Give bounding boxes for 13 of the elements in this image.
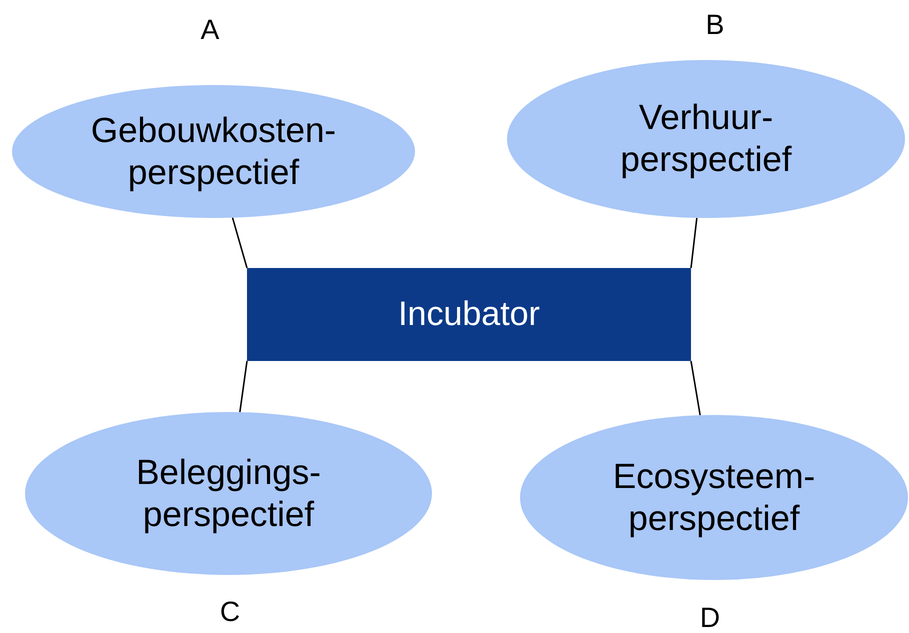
corner-letter: C bbox=[220, 598, 240, 626]
corner-letter: B bbox=[706, 11, 724, 39]
process-box: Incubator bbox=[247, 268, 691, 361]
perspective-ellipse: Gebouwkosten-perspectief bbox=[12, 85, 415, 218]
connector-line bbox=[690, 218, 698, 268]
connector-line bbox=[690, 360, 701, 416]
corner-letter: A bbox=[200, 16, 220, 44]
corner-letter: D bbox=[700, 604, 720, 632]
connector-line bbox=[239, 360, 248, 412]
perspective-ellipse: Beleggings-perspectief bbox=[25, 412, 432, 575]
connector-line bbox=[232, 218, 248, 268]
perspective-ellipse: Ecosysteem-perspectief bbox=[520, 415, 908, 580]
perspective-ellipse: Verhuur-perspectief bbox=[507, 60, 905, 218]
